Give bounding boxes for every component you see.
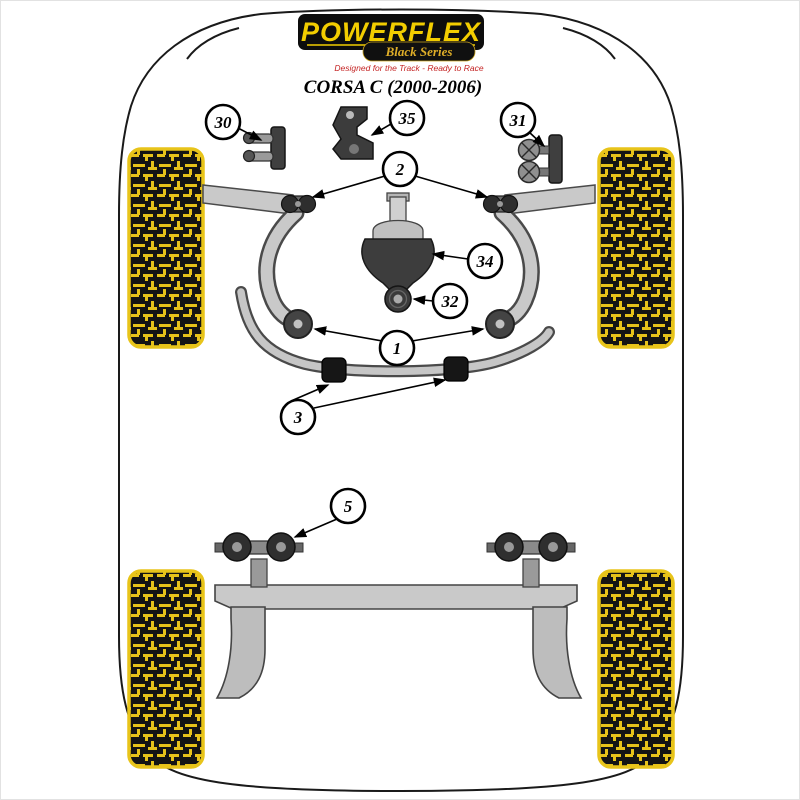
hood-seam-left <box>186 27 240 60</box>
part-upper-engine-mount-bracket <box>332 106 374 160</box>
callout-5-label: 5 <box>344 497 353 516</box>
arrow-30 <box>237 127 263 141</box>
callout-1-label: 1 <box>393 339 402 358</box>
arrow-34 <box>431 250 469 261</box>
callout-32-label: 32 <box>441 292 460 311</box>
callout-35: 35 <box>388 99 426 137</box>
tire-rear-left <box>127 569 205 769</box>
callout-30-label: 30 <box>214 113 233 132</box>
callout-2-label: 2 <box>395 160 405 179</box>
brand-logo-plate <box>298 14 484 50</box>
rear-mount-bush-right <box>486 532 576 588</box>
rear-beam <box>214 584 578 610</box>
rear-axle-assembly <box>214 532 583 699</box>
model-title: CORSA C (2000-2006) <box>304 77 482 98</box>
arrow-5 <box>293 518 338 538</box>
tire-front-left <box>127 147 205 349</box>
callout-3-label: 3 <box>293 408 303 427</box>
tires <box>127 147 675 769</box>
arrow-3-left <box>290 384 330 402</box>
arrow-3-right <box>313 377 447 409</box>
callout-31: 31 <box>499 101 537 139</box>
arrow-2-left <box>311 175 386 199</box>
arrow-35 <box>370 123 392 136</box>
trailing-arm-right <box>532 606 583 699</box>
trailing-arm-left <box>215 606 266 699</box>
wishbone-rear-bush-left <box>283 309 313 339</box>
callout-32: 32 <box>431 282 469 320</box>
callout-31-label: 31 <box>509 111 527 130</box>
callout-34-label: 34 <box>476 252 494 271</box>
rear-mount-bush-left <box>214 532 304 588</box>
front-wishbone-bush-right <box>482 194 519 214</box>
front-wishbone-bush-left <box>280 194 317 214</box>
tire-rear-right <box>597 569 675 769</box>
arb-bush-left <box>321 357 347 383</box>
brand-tagline: Designed for the Track - Ready to Race <box>334 63 483 73</box>
arrow-32 <box>412 295 434 305</box>
callout-1: 1 <box>378 329 416 367</box>
callout-34: 34 <box>466 242 504 280</box>
callout-2: 2 <box>381 150 419 188</box>
arrow-31 <box>528 131 546 148</box>
arrow-1-left <box>313 326 383 342</box>
tire-front-right <box>597 147 675 349</box>
callout-5: 5 <box>329 487 367 525</box>
callout-35-label: 35 <box>398 109 417 128</box>
callout-30: 30 <box>204 103 242 141</box>
hood-seam-right <box>562 27 616 60</box>
arrow-1-right <box>411 326 485 342</box>
arrow-2-right <box>414 175 489 199</box>
wishbone-rear-bush-right <box>485 309 515 339</box>
callout-balloons: 30 35 31 2 34 32 1 3 <box>204 99 537 525</box>
series-badge-plate <box>362 41 476 62</box>
callout-3: 3 <box>279 398 317 436</box>
arb-bush-right <box>443 356 469 382</box>
brand-logo: POWERFLEX Black Series Designed for the … <box>298 14 484 73</box>
anti-roll-bar <box>235 286 555 383</box>
series-badge-label: Black Series <box>385 44 453 59</box>
leader-arrows <box>237 123 546 538</box>
